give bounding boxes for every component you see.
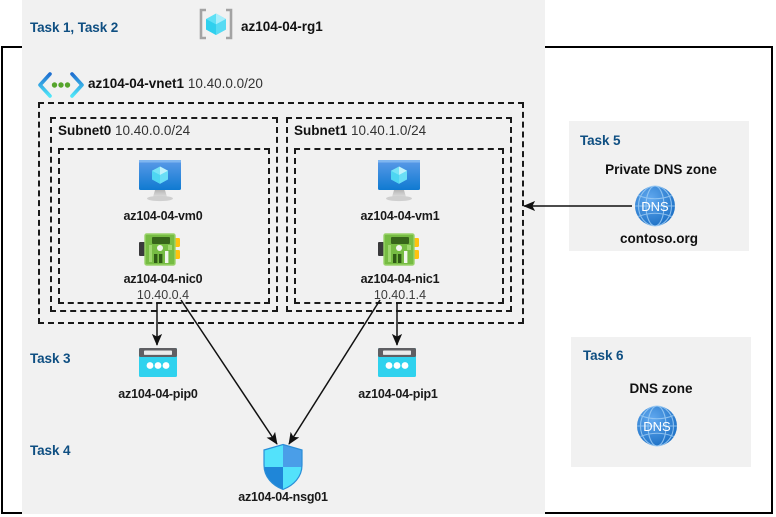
vnet-label: az104-04-vnet1 10.40.0.0/20: [88, 76, 263, 91]
task-label-6: Task 6: [583, 348, 624, 363]
subnet1-resources-boundary: [294, 148, 504, 304]
private-dns-zone-title: Private DNS zone: [605, 162, 717, 177]
pip1-name: az104-04-pip1: [358, 387, 438, 401]
nic0-ip: 10.40.0.4: [136, 288, 190, 302]
network-security-group-icon: [261, 443, 305, 491]
public-ip-address-icon: [376, 345, 418, 381]
vm0-name: az104-04-vm0: [123, 209, 203, 223]
dns-icon-label: DNS: [641, 199, 669, 214]
dns-zone-icon: DNS: [635, 404, 679, 448]
virtual-network-icon: [36, 70, 86, 100]
subnet0-resources-boundary: [58, 148, 270, 304]
pip0-name: az104-04-pip0: [118, 387, 198, 401]
nic0-name: az104-04-nic0: [123, 272, 203, 286]
private-dns-zone-name: contoso.org: [620, 231, 698, 246]
virtual-machine-icon: [134, 158, 186, 204]
network-interface-icon: [378, 231, 420, 269]
resource-group-icon: [199, 8, 233, 40]
subnet0-label: Subnet0 10.40.0.0/24: [58, 123, 191, 138]
task-label-4: Task 4: [30, 443, 71, 458]
dns-zone-icon: DNS: [633, 184, 677, 228]
nic1-ip: 10.40.1.4: [373, 288, 427, 302]
task-label-5: Task 5: [580, 133, 621, 148]
subnet1-label: Subnet1 10.40.1.0/24: [294, 123, 427, 138]
nic1-name: az104-04-nic1: [360, 272, 440, 286]
nsg-name: az104-04-nsg01: [238, 490, 328, 504]
network-interface-icon: [139, 231, 181, 269]
public-ip-address-icon: [137, 345, 179, 381]
vnet-boundary: [38, 102, 524, 324]
dns-icon-label: DNS: [643, 419, 671, 434]
resource-group-name: az104-04-rg1: [241, 19, 323, 34]
subnet1-boundary: [286, 117, 512, 312]
task-label-3: Task 3: [30, 351, 71, 366]
vm1-name: az104-04-vm1: [360, 209, 440, 223]
public-dns-zone-title: DNS zone: [629, 381, 693, 396]
subnet0-boundary: [50, 117, 278, 312]
virtual-machine-icon: [373, 158, 425, 204]
task-label-1-2: Task 1, Task 2: [30, 20, 119, 35]
task3-panel: [22, 336, 545, 410]
resource-group-header-panel: [22, 0, 545, 46]
